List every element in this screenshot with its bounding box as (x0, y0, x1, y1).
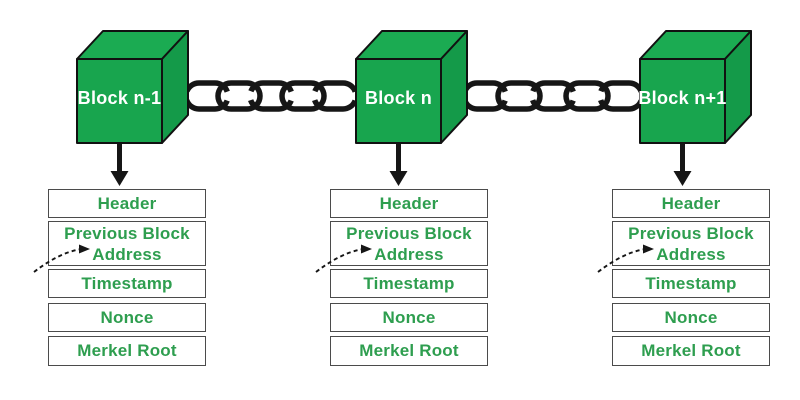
chain-link (529, 80, 577, 112)
field-label: Header (97, 193, 157, 213)
chain-link (563, 80, 611, 112)
field-label: Merkel Root (641, 341, 741, 360)
cube-front-face (355, 58, 442, 144)
field-label: Nonce (382, 307, 436, 327)
field-label: Header (661, 193, 721, 213)
arrow-head (389, 171, 408, 186)
cube-front-face (76, 58, 163, 144)
field-label: Previous Block Address (64, 223, 190, 264)
arrow-shaft (117, 144, 122, 172)
arrow-head (110, 171, 129, 186)
chain-link (495, 80, 543, 112)
chain-link (247, 80, 295, 112)
block-detail-column-n: Header Previous Block Address Timestamp … (315, 189, 488, 366)
field-label: Merkel Root (77, 341, 177, 360)
down-arrow-icon (110, 144, 129, 186)
field-label: Header (379, 193, 439, 213)
block-detail-column-n-plus-1: Header Previous Block Address Timestamp … (597, 189, 770, 366)
field-box-timestamp: Timestamp (48, 269, 206, 298)
field-label: Nonce (100, 307, 154, 327)
down-arrow-icon (673, 144, 692, 186)
field-label: Merkel Root (359, 341, 459, 360)
field-box-previous-block-address: Previous Block Address (612, 221, 770, 266)
field-box-nonce: Nonce (612, 303, 770, 332)
field-box-previous-block-address: Previous Block Address (48, 221, 206, 266)
down-arrow-icon (389, 144, 408, 186)
chain-links-icon (183, 80, 359, 112)
cube-front-face (639, 58, 726, 144)
3d-block-cube-n-1: Block n-1 (76, 30, 189, 144)
field-label: Timestamp (645, 273, 737, 293)
field-box-header: Header (48, 189, 206, 218)
field-label: Previous Block Address (628, 223, 754, 264)
field-box-timestamp: Timestamp (330, 269, 488, 298)
3d-block-cube-n: Block n (355, 30, 468, 144)
chain-link (183, 80, 231, 112)
field-box-merkel-root: Merkel Root (330, 336, 488, 366)
blocks-and-chains-graphic: Block n-1 Block n Block n+1 (76, 30, 752, 186)
chain-link (279, 80, 327, 112)
field-label: Timestamp (363, 273, 455, 293)
field-box-merkel-root: Merkel Root (48, 336, 206, 366)
field-box-header: Header (612, 189, 770, 218)
field-box-header: Header (330, 189, 488, 218)
field-box-nonce: Nonce (48, 303, 206, 332)
field-box-nonce: Nonce (330, 303, 488, 332)
chain-link (215, 80, 263, 112)
3d-block-cube-n-plus-1: Block n+1 (638, 30, 752, 144)
arrow-head (673, 171, 692, 186)
cube-label: Block n+1 (638, 88, 726, 108)
chain-link (311, 80, 359, 112)
arrow-shaft (396, 144, 401, 172)
cube-label: Block n-1 (78, 88, 162, 108)
field-box-merkel-root: Merkel Root (612, 336, 770, 366)
chain-link (461, 80, 509, 112)
block-detail-column-n-1: Header Previous Block Address Timestamp … (33, 189, 206, 366)
chain-links-icon (461, 80, 645, 112)
field-label: Previous Block Address (346, 223, 472, 264)
field-box-previous-block-address: Previous Block Address (330, 221, 488, 266)
field-label: Nonce (664, 307, 718, 327)
arrow-shaft (680, 144, 685, 172)
field-label: Timestamp (81, 273, 173, 293)
chain-link (597, 80, 645, 112)
cube-label: Block n (365, 88, 432, 108)
field-box-timestamp: Timestamp (612, 269, 770, 298)
